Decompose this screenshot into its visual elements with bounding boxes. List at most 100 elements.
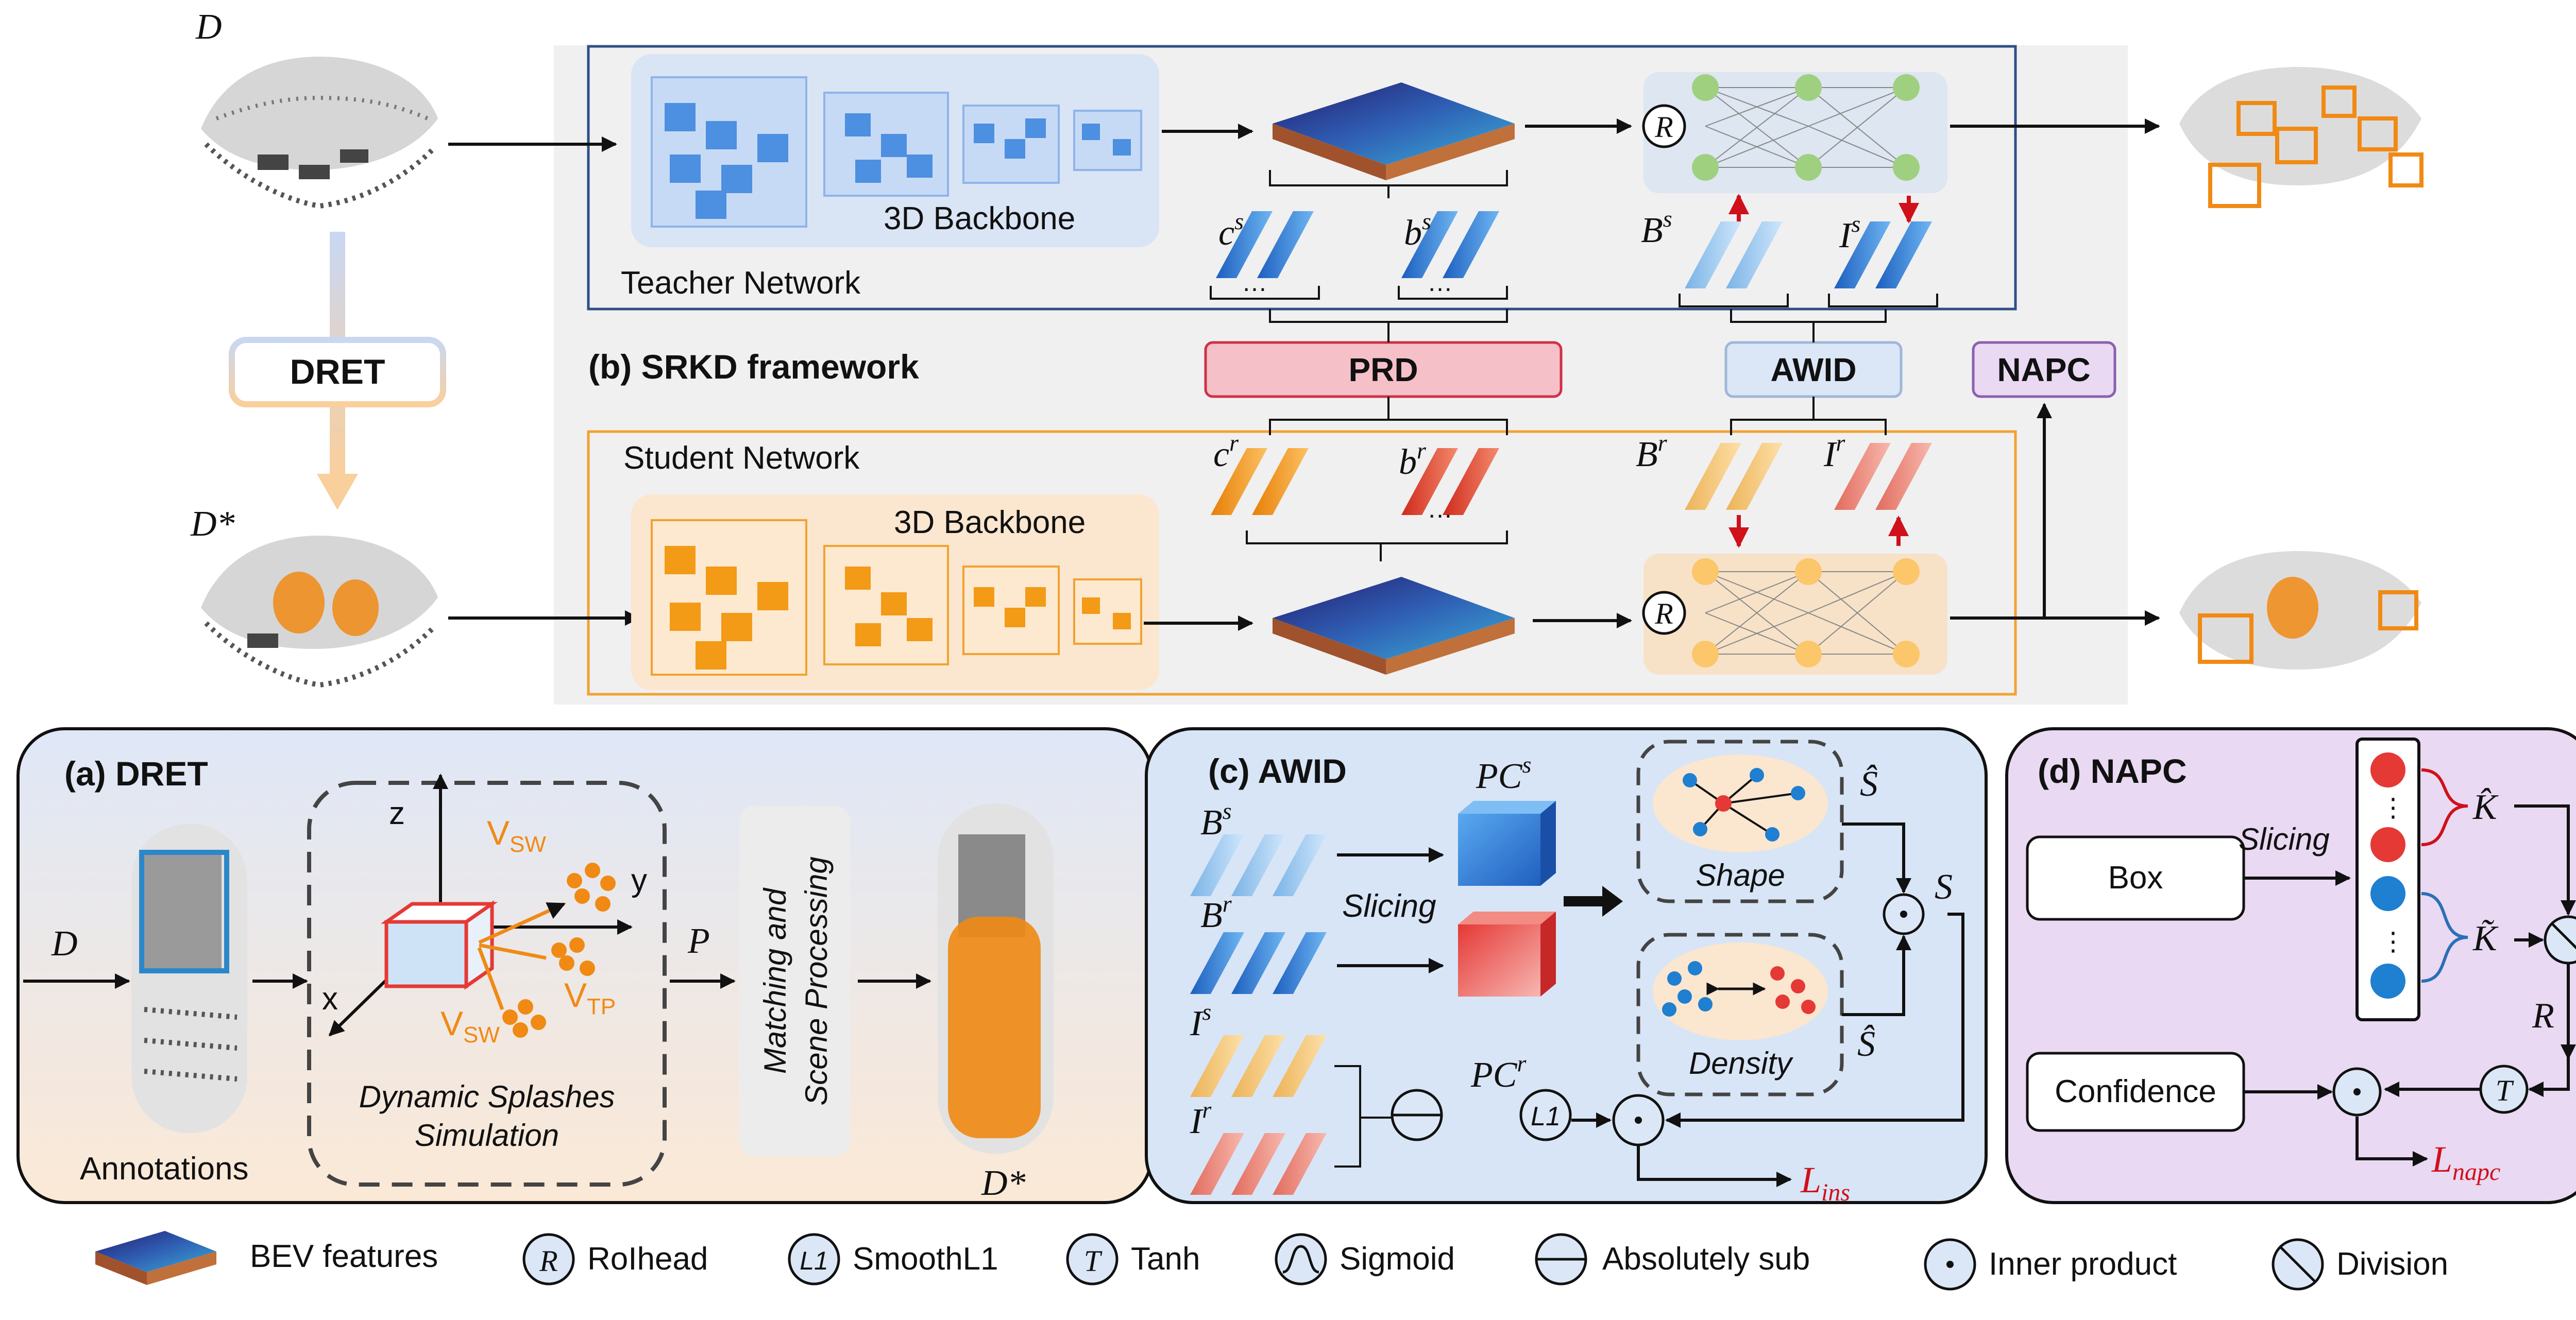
student-br-bars bbox=[1401, 448, 1499, 515]
awid-top-brace bbox=[1730, 309, 1887, 342]
panel-d-division-slash bbox=[2551, 922, 2576, 950]
panel-c-Br-bars bbox=[1190, 932, 1327, 994]
panel-a-axis-z: z bbox=[389, 796, 405, 831]
prd-module[interactable] bbox=[1204, 341, 1563, 398]
panel-c-Is-bars bbox=[1190, 1035, 1327, 1097]
panel-c-arrow-density-s bbox=[1842, 935, 1911, 1016]
panel-c-pcs-label: PCs bbox=[1476, 751, 1531, 796]
teacher-Is-label: Is bbox=[1839, 211, 1860, 255]
teacher-Is-bars bbox=[1834, 221, 1932, 288]
teacher-roihead-symbol bbox=[1642, 104, 1686, 148]
panel-c-loss: Lins bbox=[1800, 1159, 1850, 1206]
teacher-bev-feature bbox=[1273, 82, 1515, 180]
panel-d-box-label: Box bbox=[2108, 860, 2163, 896]
panel-d-brace-ktilde bbox=[2421, 892, 2468, 983]
legend-division-slash bbox=[2279, 1246, 2316, 1283]
panel-a-output-cloud bbox=[938, 803, 1054, 1154]
teacher-bs-dots: … bbox=[1427, 268, 1453, 297]
teacher-cs-label: cs bbox=[1218, 208, 1244, 253]
legend-smoothl1-sym: L1 bbox=[800, 1246, 828, 1275]
panel-c-pcr-cube bbox=[1458, 912, 1556, 997]
panel-c-arrow-shape-s bbox=[1842, 822, 1911, 894]
panel-c-arrow-loss bbox=[1637, 1146, 1792, 1187]
panel-c-Bs-bars bbox=[1190, 834, 1327, 896]
panel-c-shape-label: Shape bbox=[1696, 858, 1785, 893]
student-br-label: br bbox=[1399, 437, 1427, 482]
prd-top-brace bbox=[1269, 309, 1508, 342]
panel-c-s-hat-top: Ŝ bbox=[1860, 764, 1878, 804]
panel-c-l1-text: L1 bbox=[1531, 1102, 1561, 1132]
panel-a-caption-1: Dynamic Splashes bbox=[359, 1079, 615, 1114]
panel-d-slicing: Slicing bbox=[2239, 822, 2330, 856]
panel-d-division bbox=[2544, 915, 2576, 965]
panel-c-I-brace bbox=[1334, 1065, 1391, 1168]
student-cr-bars bbox=[1211, 448, 1309, 515]
panel-d-r-label: R bbox=[2532, 996, 2554, 1036]
panel-d-arrow-t-in bbox=[2528, 1058, 2570, 1097]
legend-roihead-sym: R bbox=[539, 1244, 557, 1278]
student-network-box bbox=[587, 430, 2017, 696]
teacher-bs-bars bbox=[1401, 211, 1499, 278]
panel-a-title: (a) DRET bbox=[64, 755, 208, 793]
panel-d-title: (d) NAPC bbox=[2038, 752, 2187, 790]
panel-c-l1 bbox=[1519, 1089, 1572, 1141]
legend-smoothl1-icon bbox=[788, 1233, 840, 1285]
napc-module[interactable] bbox=[1972, 341, 2116, 398]
panel-c-pcr-label: PCr bbox=[1470, 1050, 1527, 1095]
panel-d-vector-dots: ⋮ ⋮ bbox=[2370, 752, 2406, 999]
panel-c-Ir-bars bbox=[1190, 1133, 1327, 1195]
teacher-mlp bbox=[1692, 74, 1920, 181]
panel-d-tanh-text: T bbox=[2496, 1074, 2514, 1107]
student-cr-bracket bbox=[1246, 530, 1508, 561]
framework-title: (b) SRKD framework bbox=[588, 348, 919, 386]
student-bev-feature bbox=[1273, 577, 1515, 675]
panel-a-sim-cube bbox=[380, 900, 498, 990]
legend-roihead-icon bbox=[522, 1233, 575, 1285]
teacher-bev-brace bbox=[1269, 170, 1508, 198]
legend-smoothl1-label: SmoothL1 bbox=[853, 1241, 998, 1277]
student-roihead-bg bbox=[1643, 554, 1947, 675]
legend-roihead-label: RoIhead bbox=[587, 1241, 708, 1277]
student-Ir-bars bbox=[1834, 443, 1932, 510]
panel-d-khat: K̂ bbox=[2472, 787, 2499, 827]
legend-tanh-label: Tanh bbox=[1131, 1241, 1200, 1277]
legend-sigmoid-icon bbox=[1275, 1233, 1327, 1285]
panel-c-inner-product-l-dot bbox=[1635, 1117, 1642, 1124]
panel-c-Ir-label: Ir bbox=[1190, 1096, 1212, 1141]
student-backbone-voxels bbox=[665, 546, 1131, 670]
awid-bottom-brace bbox=[1730, 397, 1887, 435]
panel-c-pcs-cube bbox=[1458, 801, 1556, 886]
panel-c-shape-box bbox=[1636, 740, 1844, 903]
teacher-Bs-label: Bs bbox=[1641, 205, 1672, 250]
legend-tanh-icon bbox=[1066, 1233, 1118, 1285]
teacher-cs-dots: … bbox=[1242, 268, 1267, 297]
student-mlp bbox=[1692, 558, 1920, 667]
panel-c-shape-ellipse bbox=[1653, 755, 1828, 852]
napc-module-label: NAPC bbox=[1997, 351, 2090, 388]
prd-bottom-brace bbox=[1269, 397, 1508, 435]
panel-c-Bs-label: Bs bbox=[1200, 798, 1232, 843]
panel-a-vsw-bottom: VSW bbox=[440, 1004, 500, 1048]
dret-button[interactable] bbox=[229, 337, 446, 407]
panel-c-Br-label: Br bbox=[1200, 890, 1232, 935]
panel-a-sim-box bbox=[307, 781, 667, 1187]
student-cr-label: cr bbox=[1213, 430, 1239, 474]
teacher-Is-bracket bbox=[1828, 294, 1938, 307]
student-Br-label: Br bbox=[1636, 430, 1668, 474]
student-Br-bars bbox=[1685, 443, 1783, 510]
panel-c-slicing: Slicing bbox=[1342, 888, 1436, 924]
panel-d-ktilde: K̃ bbox=[2472, 919, 2499, 958]
panel-a-vsw-top: VSW bbox=[487, 814, 546, 857]
prd-module-label: PRD bbox=[1348, 351, 1418, 388]
awid-module-label: AWID bbox=[1770, 351, 1856, 388]
panel-a-annotation-cloud bbox=[131, 824, 247, 1133]
dret-arrow-head bbox=[317, 474, 358, 510]
panel-a-vtp: VTP bbox=[564, 976, 616, 1019]
teacher-bs-label: bs bbox=[1404, 208, 1431, 253]
panel-c-inner-product-dot bbox=[1900, 911, 1907, 918]
panel-c-density-label: Density bbox=[1689, 1046, 1794, 1081]
panel-a-input-d: D bbox=[51, 924, 78, 964]
legend-inner-label: Inner product bbox=[1989, 1246, 2177, 1282]
panel-a-caption-2: Simulation bbox=[415, 1118, 559, 1153]
legend-sigmoid-curve bbox=[1282, 1245, 1319, 1274]
